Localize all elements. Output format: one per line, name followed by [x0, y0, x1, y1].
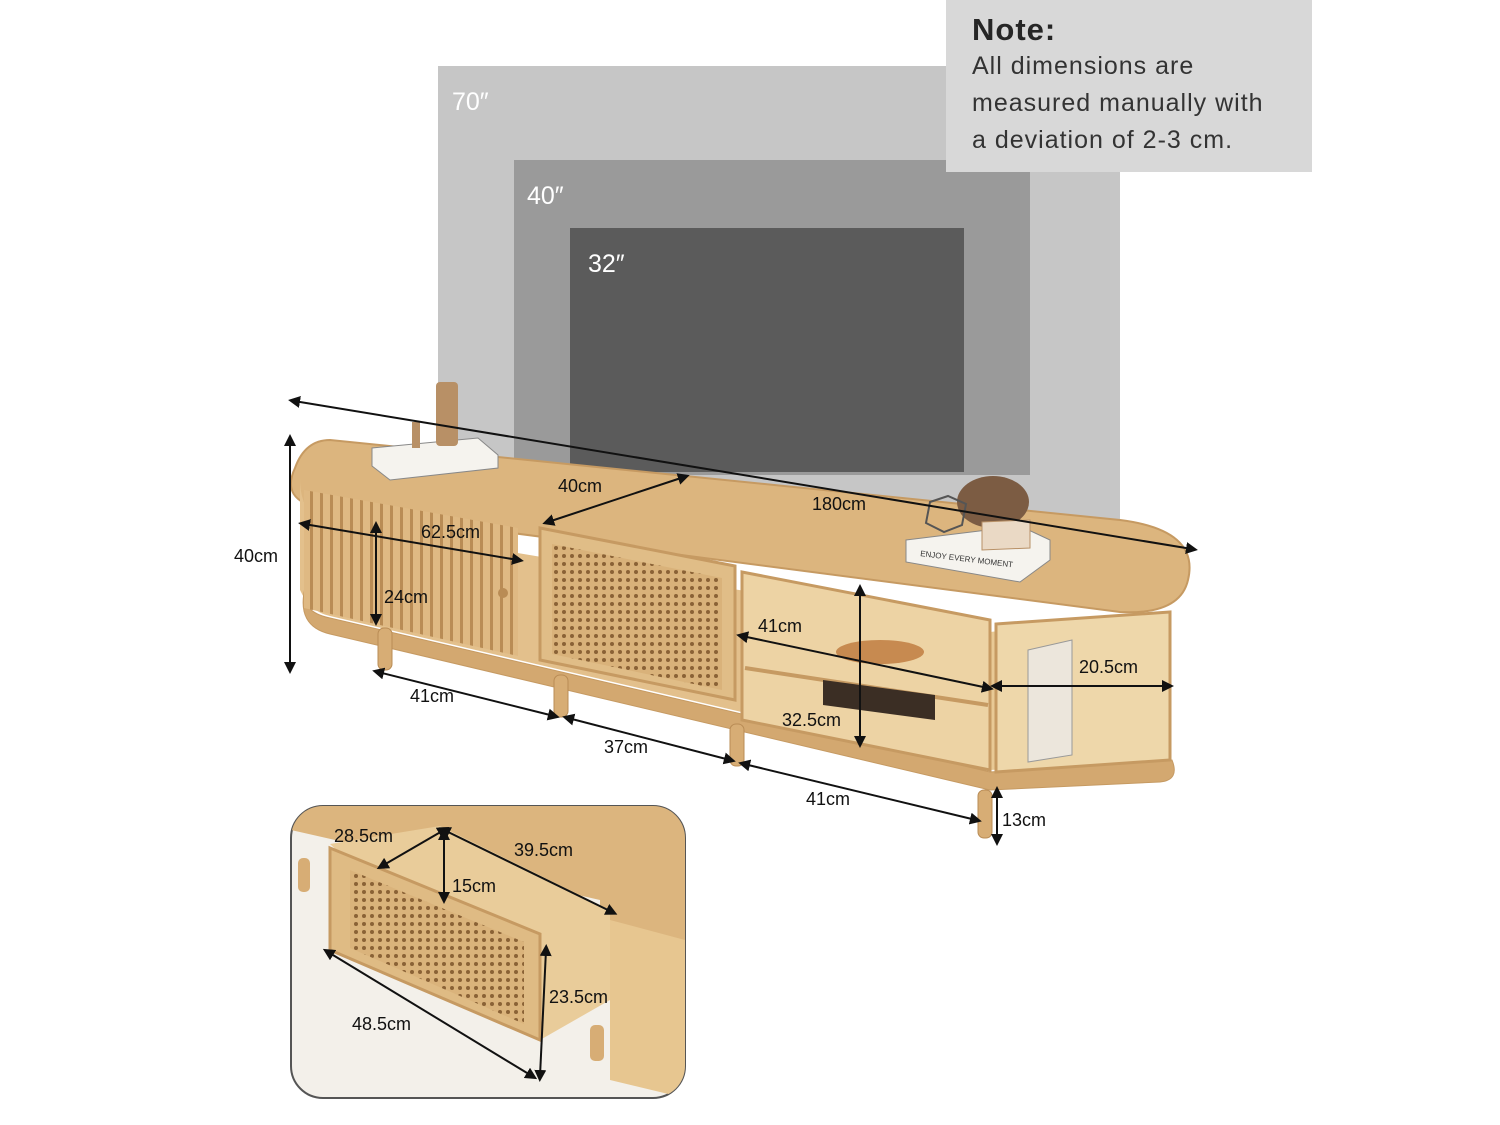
drawer-dim-depth: 28.5cm [334, 826, 394, 846]
dim-leg-gap-middle: 37cm [604, 737, 649, 757]
note-line-3: a deviation of 2-3 cm. [972, 126, 1234, 154]
dim-height: 40cm [234, 546, 279, 566]
dim-end-shelf-width: 20.5cm [1079, 657, 1139, 677]
end-shelf [994, 610, 1172, 774]
dim-total-length: 180cm [812, 494, 867, 514]
dim-shelf-width: 41cm [758, 616, 803, 636]
note-title: Note: [972, 12, 1057, 47]
dim-shelf-height: 32.5cm [782, 710, 842, 730]
note-line-1: All dimensions are [972, 52, 1195, 80]
drawer-dim-front-height: 23.5cm [549, 987, 609, 1007]
dim-leg-gap-right: 41cm [806, 789, 851, 809]
dim-leg-gap-left: 41cm [410, 686, 455, 706]
tv-40-label: 40″ [527, 182, 564, 210]
dimension-arrows [284, 396, 1198, 846]
note-box: Note: All dimensions are measured manual… [946, 0, 1312, 172]
dim-depth: 40cm [558, 476, 603, 496]
drawer-dim-inner-height: 15cm [452, 876, 497, 896]
dim-leg-height: 13cm [1002, 810, 1047, 830]
rattan-door [538, 526, 737, 702]
tv-70-label: 70″ [452, 88, 489, 116]
dim-door-width: 62.5cm [421, 522, 481, 542]
dim-door-height: 24cm [384, 587, 429, 607]
tv-32-label: 32″ [588, 250, 625, 278]
drawer-dim-width-inner: 39.5cm [514, 840, 574, 860]
drawer-dim-front-width: 48.5cm [352, 1014, 412, 1034]
note-line-2: measured manually with [972, 89, 1264, 117]
